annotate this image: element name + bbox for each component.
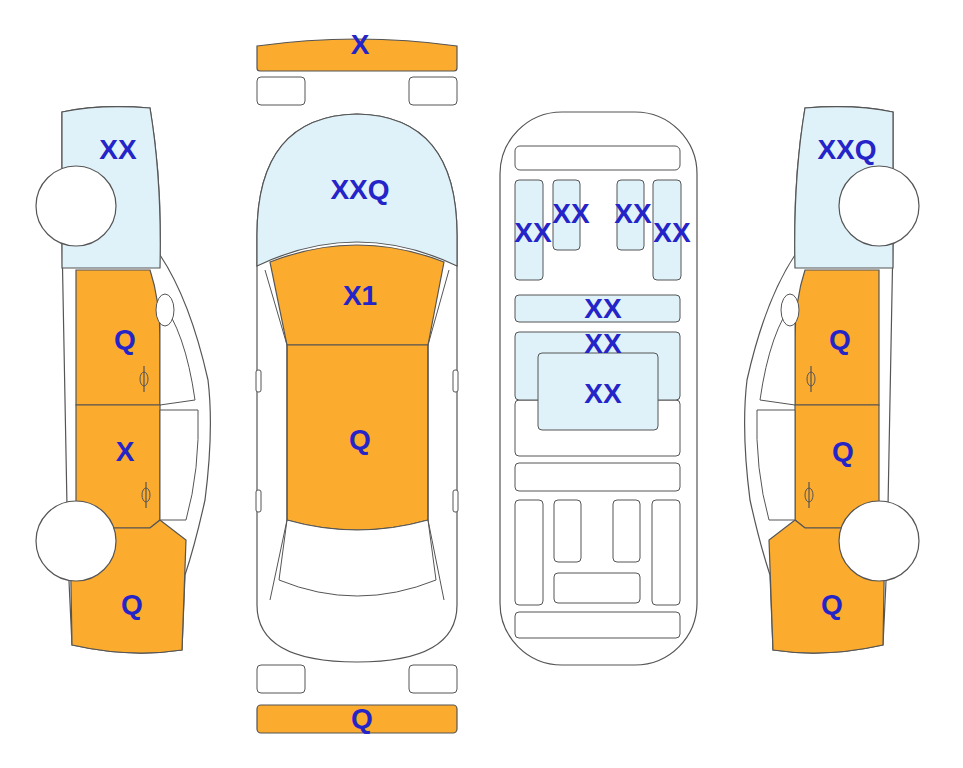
damage-code: XX xyxy=(614,200,651,228)
damage-code: Q xyxy=(114,326,136,354)
damage-code: XX xyxy=(584,330,621,358)
damage-code: XX xyxy=(99,136,136,164)
damage-code: Q xyxy=(832,438,854,466)
damage-code: Q xyxy=(121,591,143,619)
damage-code: XX xyxy=(584,295,621,323)
damage-code: Q xyxy=(829,326,851,354)
damage-code: XXQ xyxy=(330,176,389,204)
damage-code: XX xyxy=(552,200,589,228)
damage-code: XX xyxy=(584,380,621,408)
damage-code: Q xyxy=(349,426,371,454)
damage-code: XXQ xyxy=(817,136,876,164)
damage-code: X xyxy=(351,31,370,59)
damage-code: X1 xyxy=(343,282,377,310)
damage-code: X xyxy=(116,438,135,466)
damage-code: Q xyxy=(821,591,843,619)
damage-code: XX xyxy=(514,219,551,247)
damage-code: XX xyxy=(653,219,690,247)
damage-code: Q xyxy=(351,705,373,733)
